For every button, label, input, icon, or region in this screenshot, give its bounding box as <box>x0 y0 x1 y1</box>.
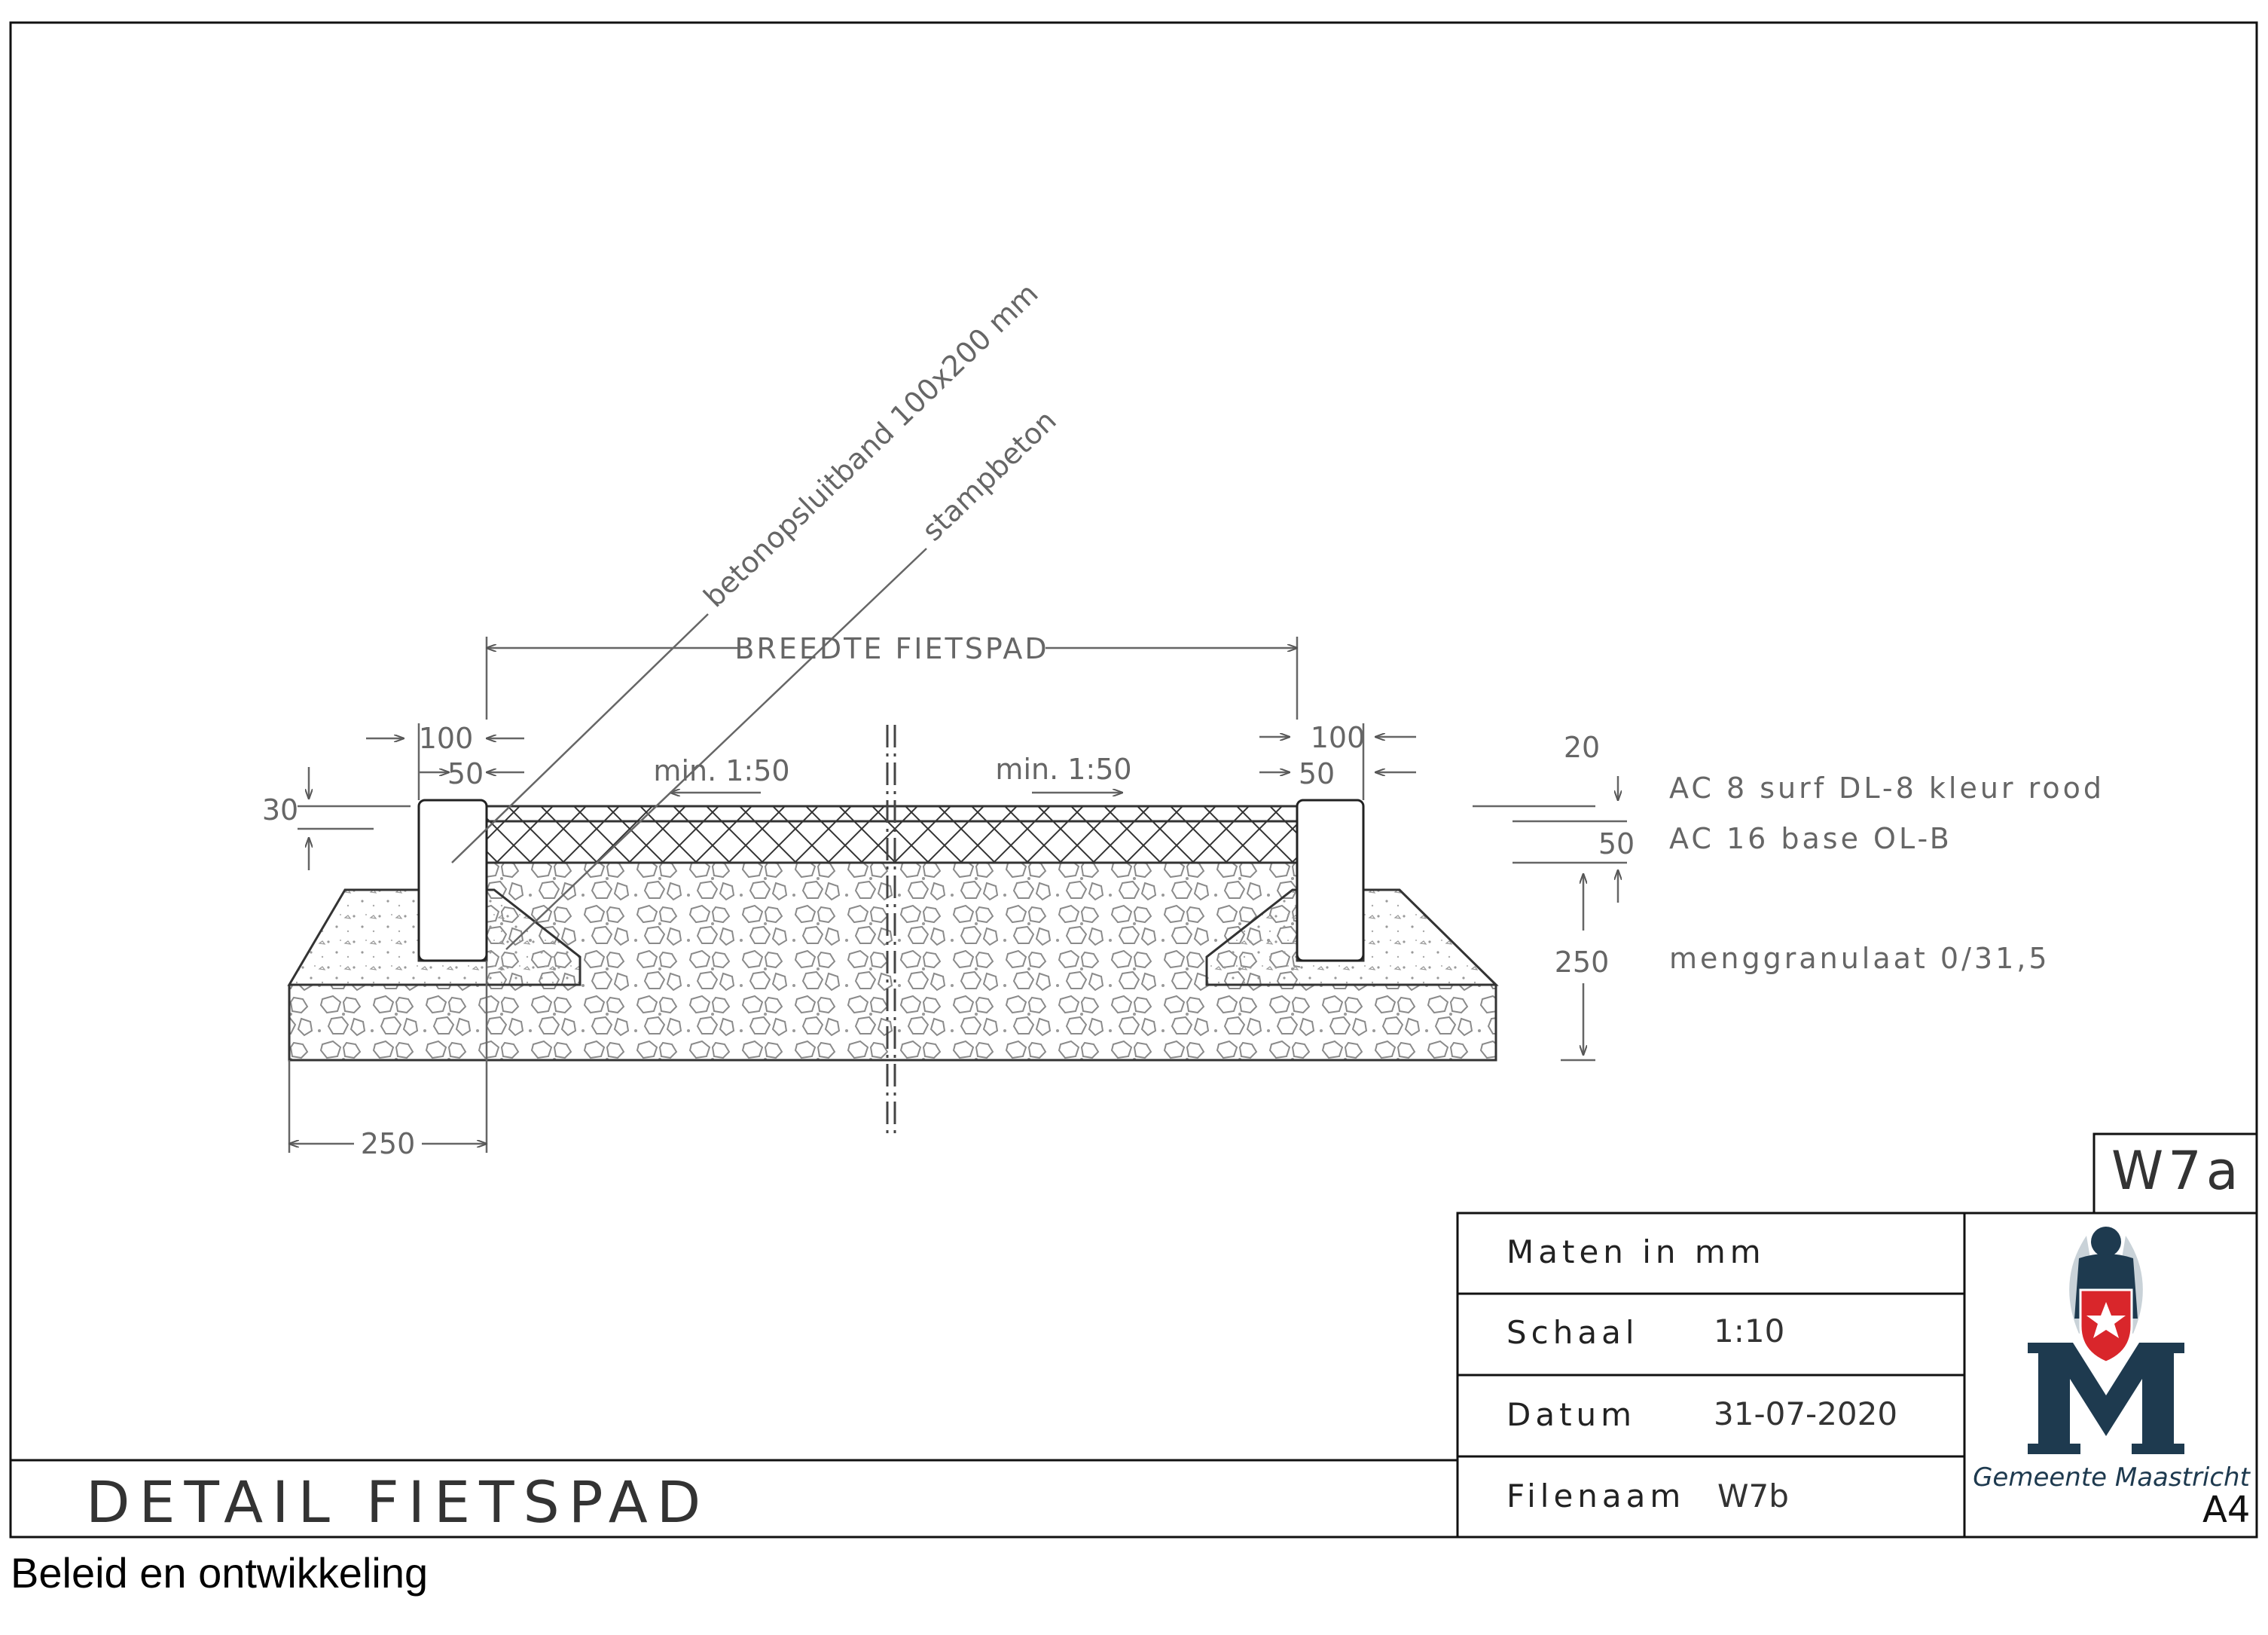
title-block-value-file: W7b <box>1717 1478 1789 1514</box>
dim-subbase: 250 <box>1555 946 1610 979</box>
layer-label-top: AC 8 surf DL-8 kleur rood <box>1669 772 2105 805</box>
department-label: Beleid en ontwikkeling <box>11 1549 429 1597</box>
subbase-gravel <box>289 863 1496 1060</box>
concrete-leader-label: stampbeton <box>916 404 1063 548</box>
curb-right <box>1296 799 1365 962</box>
curb-left <box>417 799 488 962</box>
organisation-name: Gemeente Maastricht <box>1973 1462 2251 1493</box>
cross-section <box>287 725 1499 1138</box>
dim-right-curb-offset: 50 <box>1299 757 1335 790</box>
dim-left-curb-width: 100 <box>419 722 474 755</box>
gemeente-maastricht-logo: Gemeente Maastricht <box>1973 1227 2251 1493</box>
width-label: BREEDTE FIETSPAD <box>734 632 1049 665</box>
title-block-value-scale: 1:10 <box>1714 1313 1784 1349</box>
title-block-label-units: Maten in mm <box>1506 1233 1766 1270</box>
title-block-value-date: 31-07-2020 <box>1714 1395 1897 1432</box>
sheet-code: W7a <box>2111 1140 2243 1202</box>
drawing-title: DETAIL FIETSPAD <box>86 1468 710 1536</box>
dim-base-layer: 50 <box>1598 827 1635 860</box>
layer-label-base: AC 16 base OL-B <box>1669 822 1952 855</box>
slope-right-label: min. 1:50 <box>995 753 1131 786</box>
title-block-label-file: Filenaam <box>1506 1478 1685 1514</box>
dim-left-curb-offset: 50 <box>447 757 484 790</box>
title-block <box>11 1132 2258 1539</box>
title-block-label-scale: Schaal <box>1506 1314 1639 1351</box>
dim-curb-reveal: 30 <box>262 793 298 827</box>
title-block-label-date: Datum <box>1506 1396 1636 1433</box>
asphalt-top-layer <box>485 805 1299 823</box>
layer-label-subbase: menggranulaat 0/31,5 <box>1669 942 2050 975</box>
paper-size: A4 <box>2202 1489 2250 1531</box>
dim-foundation-width: 250 <box>361 1127 416 1160</box>
slope-left-label: min. 1:50 <box>653 754 789 787</box>
dim-right-curb-width: 100 <box>1311 721 1366 754</box>
dim-top-layer: 20 <box>1564 731 1600 764</box>
subbase-outline <box>288 985 1497 1062</box>
dimension-lines <box>288 548 1627 1153</box>
asphalt-base-layer <box>485 820 1299 864</box>
curb-leader-label: betonopsluitband 100x200 mm <box>697 277 1045 613</box>
sheet-frame <box>9 21 2258 1539</box>
